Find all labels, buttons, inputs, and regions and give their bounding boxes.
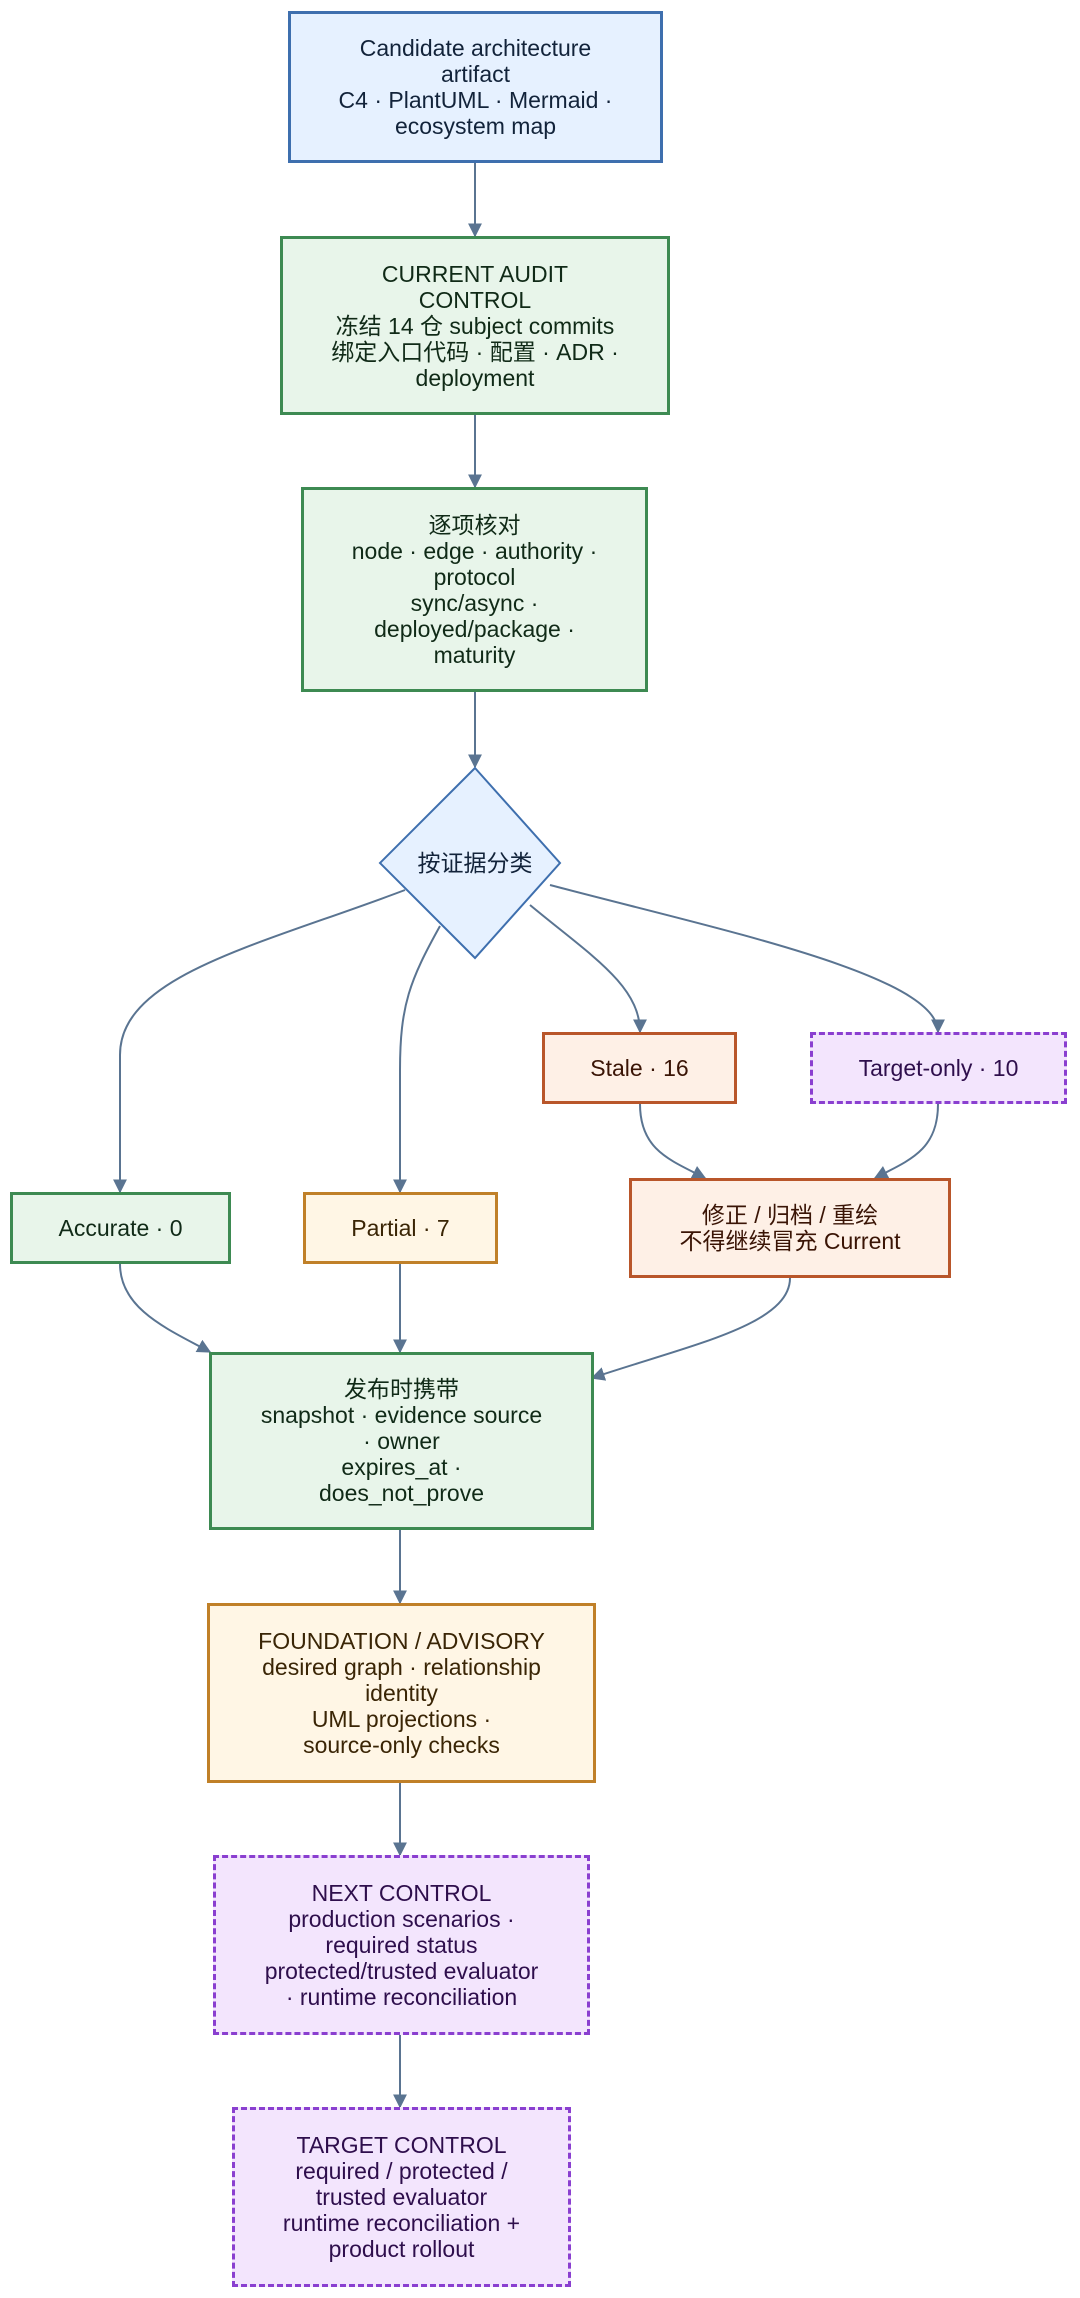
node-line: Stale · 16 [590,1055,689,1081]
edge-stale-to-fix [639,1103,707,1179]
node-line: protected/trusted evaluator [264,1958,539,1984]
node-line: expires_at · [341,1454,462,1480]
node-target-control: TARGET CONTROL required / protected / tr… [232,2107,571,2287]
node-line: · owner [363,1428,440,1454]
node-line: runtime reconciliation + [282,2210,521,2236]
node-candidate-artifact: Candidate architecture artifact C4 · Pla… [288,11,663,163]
node-line: 冻结 14 仓 subject commits [335,312,615,339]
node-line: Candidate architecture [359,35,592,61]
node-line: maturity [433,641,516,668]
node-accurate: Accurate · 0 [10,1192,231,1264]
node-line: CURRENT AUDIT [381,260,569,287]
node-line: identity [365,1680,438,1706]
node-publish: 发布时携带 snapshot · evidence source · owner… [209,1352,594,1530]
edge-fix-to-publish [590,1277,791,1381]
node-fix-archive-redraw: 修正 / 归档 / 重绘 不得继续冒充 Current [629,1178,951,1278]
node-line: FOUNDATION / ADVISORY [258,1628,545,1654]
node-line: Target-only · 10 [858,1055,1019,1081]
node-line: 逐项核对 [428,511,521,538]
node-line: CONTROL [418,286,532,313]
node-foundation-advisory: FOUNDATION / ADVISORY desired graph · re… [207,1603,596,1783]
node-line: production scenarios · [288,1906,515,1932]
edge-classify-to-target-only [549,884,945,1034]
edge-classify-to-stale [529,904,647,1034]
node-line: ecosystem map [394,113,557,139]
node-line: 修正 / 归档 / 重绘 [701,1202,879,1228]
node-line: Accurate · 0 [58,1215,183,1241]
node-line: artifact [440,61,511,87]
node-next-control: NEXT CONTROL production scenarios · requ… [213,1855,590,2035]
node-line: does_not_prove [319,1480,484,1506]
edge-classify-to-partial [393,925,441,1194]
node-line: protocol [433,563,516,590]
node-target-only: Target-only · 10 [810,1032,1067,1104]
node-line: source-only checks [303,1732,500,1758]
node-line: NEXT CONTROL [311,1880,492,1906]
node-line: Partial · 7 [351,1215,450,1241]
node-line: product rollout [328,2236,475,2262]
node-line: 绑定入口代码 · 配置 · ADR · [331,338,619,365]
node-line: C4 · PlantUML · Mermaid · [338,87,613,113]
node-line: required / protected / [295,2158,508,2184]
node-line: node · edge · authority · [351,537,598,564]
node-line: 不得继续冒充 Current [679,1228,901,1254]
node-current-audit-control: CURRENT AUDIT CONTROL 冻结 14 仓 subject co… [280,236,670,415]
node-partial: Partial · 7 [303,1192,498,1264]
node-line: required status [325,1932,478,1958]
node-line: snapshot · evidence source [260,1402,543,1428]
classify-label: 按证据分类 [417,850,533,876]
node-line: deployment [415,364,535,391]
node-line: desired graph · relationship [262,1654,541,1680]
node-line: trusted evaluator [315,2184,488,2210]
node-stale: Stale · 16 [542,1032,737,1104]
node-verify-items: 逐项核对 node · edge · authority · protocol … [301,487,648,692]
node-line: deployed/package · [374,615,575,642]
edge-accurate-to-publish [119,1263,212,1353]
node-line: sync/async · [410,589,539,616]
node-line: UML projections · [311,1706,492,1732]
node-line: 发布时携带 [344,1376,459,1402]
edge-target-only-to-fix [873,1103,939,1179]
classify-diamond [378,766,562,960]
edge-classify-to-accurate [113,889,406,1194]
node-line: TARGET CONTROL [296,2132,507,2158]
node-line: · runtime reconciliation [285,1984,518,2010]
